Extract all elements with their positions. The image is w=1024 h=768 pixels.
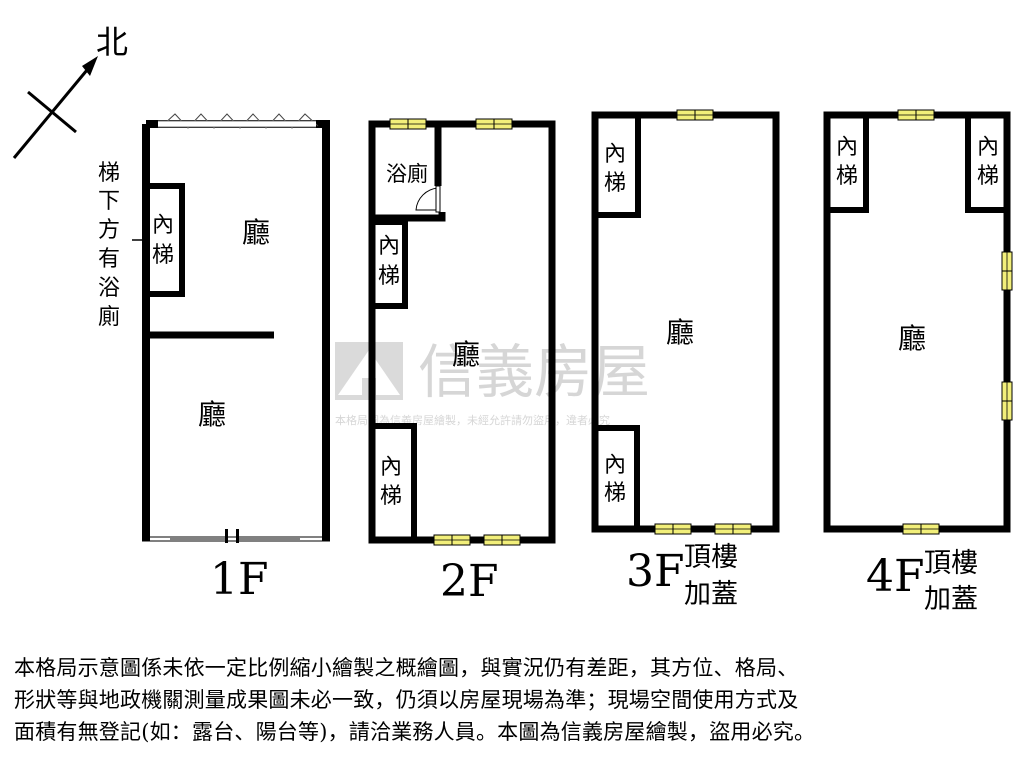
floor-2f-window-top-1 [389, 118, 427, 130]
floor-1f-folding-door [161, 113, 319, 129]
floor-1f: 梯 下 方 有 浴 廁 內 梯 廳 廳 1F [98, 113, 330, 605]
north-arrow-head-icon [82, 56, 98, 76]
floor-3f-hall-label: 廳 [666, 316, 694, 349]
floor-3f-stair-lower-walls [595, 425, 640, 529]
svg-text:下: 下 [98, 189, 120, 214]
floor-4f-window-bottom [902, 523, 940, 535]
compass-cross-line [27, 90, 77, 134]
floor-3f-label: 3F [626, 546, 685, 597]
floor-3f: 內 梯 廳 內 梯 3F 頂樓 加蓋 [591, 109, 780, 610]
svg-text:方: 方 [98, 218, 120, 243]
floor-3f-sublabel-line2: 加蓋 [684, 579, 738, 610]
floor-1f-stair-walls [146, 183, 185, 297]
watermark: 信義房屋 本格局圖為信義房屋繪製，未經允許請勿盜用，違者必究 [335, 338, 650, 427]
floor-2f-stair-upper-label-b: 梯 [378, 264, 400, 289]
floor-1f-label: 1F [210, 554, 269, 605]
floor-3f-window-bottom-1 [654, 523, 692, 535]
floor-3f-sublabel-line1: 頂樓 [684, 542, 738, 573]
floor-2f-bathroom-walls [372, 124, 446, 222]
floor-2f-stair-upper-walls [372, 219, 408, 309]
svg-text:浴: 浴 [98, 276, 120, 301]
floor-1f-bottom-entrance [142, 529, 330, 543]
disclaimer-line-2: 形狀等與地政機關測量成果圖未必一致，仍須以房屋現場為準；現場空間使用方式及 [14, 688, 799, 712]
floor-1f-hall-label-lower: 廳 [198, 398, 226, 431]
floor-3f-window-bottom-2 [714, 523, 752, 535]
floor-2f-stair-lower-label-a: 內 [380, 455, 402, 480]
floor-2f-stair-upper-label-a: 內 [378, 234, 400, 259]
floor-4f-sublabel-line2: 加蓋 [924, 584, 978, 615]
floor-4f-stair-right-label-a: 內 [977, 135, 999, 160]
floor-4f-window-top [897, 109, 935, 121]
floor-4f-stair-left-label-a: 內 [836, 135, 858, 160]
watermark-brand: 信義房屋 [418, 338, 650, 406]
floor-4f-stair-right-label-b: 梯 [977, 164, 999, 189]
floor-2f-window-bottom-2 [483, 534, 521, 546]
floor-2f-bathroom-door-swing [415, 187, 439, 211]
north-label: 北 [96, 23, 128, 61]
svg-text:梯: 梯 [98, 161, 120, 186]
svg-text:有: 有 [98, 247, 120, 272]
floor-4f-hall-label: 廳 [898, 322, 926, 355]
floor-plan-diagram: 信義房屋 本格局圖為信義房屋繪製，未經允許請勿盜用，違者必究 北 [12, 23, 1013, 615]
floor-2f-stair-lower-walls [372, 423, 417, 540]
floor-3f-stair-lower-label-b: 梯 [604, 481, 626, 506]
floor-4f-window-right-1 [1001, 251, 1013, 291]
floor-2f-hall-label: 廳 [452, 338, 480, 371]
floor-2f-window-top-2 [475, 118, 513, 130]
disclaimer-text: 本格局示意圖係未依一定比例縮小繪製之概繪圖，與實況仍有差距，其方位、格局、 形狀… [14, 652, 1014, 748]
floor-3f-stair-upper-walls [595, 115, 641, 218]
disclaimer-line-1: 本格局示意圖係未依一定比例縮小繪製之概繪圖，與實況仍有差距，其方位、格局、 [14, 656, 799, 680]
disclaimer-line-3: 面積有無登記(如：露台、陽台等)，請洽業務人員。本圖為信義房屋繪製，盜用必究。 [14, 720, 816, 744]
floor-3f-stair-lower-label-a: 內 [604, 453, 626, 478]
floor-2f-stair-lower-label-b: 梯 [380, 484, 402, 509]
floor-2f-label: 2F [440, 556, 499, 607]
floor-2f-window-bottom-1 [433, 534, 471, 546]
floor-4f-stair-left-walls [827, 115, 869, 213]
floor-4f: 內 梯 內 梯 廳 4F 頂樓 加蓋 [823, 109, 1013, 615]
floor-3f-stair-upper-label-a: 內 [604, 142, 626, 167]
svg-text:廁: 廁 [98, 305, 120, 330]
floor-4f-label: 4F [866, 551, 925, 602]
floor-3f-window-top [676, 109, 714, 121]
floor-1f-stair-label-b: 梯 [152, 243, 174, 268]
floor-4f-window-right-2 [1001, 381, 1013, 421]
floor-3f-stair-upper-label-b: 梯 [604, 171, 626, 196]
north-compass: 北 [12, 23, 128, 159]
floor-1f-hall-label-upper: 廳 [242, 216, 270, 249]
floor-4f-stair-right-walls [965, 115, 1007, 213]
floor-4f-sublabel-line1: 頂樓 [924, 548, 978, 579]
floor-4f-stair-left-label-b: 梯 [836, 164, 858, 189]
floor-2f-bathroom-label: 浴廁 [386, 162, 428, 186]
floor-2f: 浴廁 內 梯 廳 內 梯 2F [368, 118, 556, 607]
floor-1f-stair-label-a: 內 [152, 213, 174, 238]
floor-1f-side-note: 梯 下 方 有 浴 廁 [98, 161, 120, 330]
